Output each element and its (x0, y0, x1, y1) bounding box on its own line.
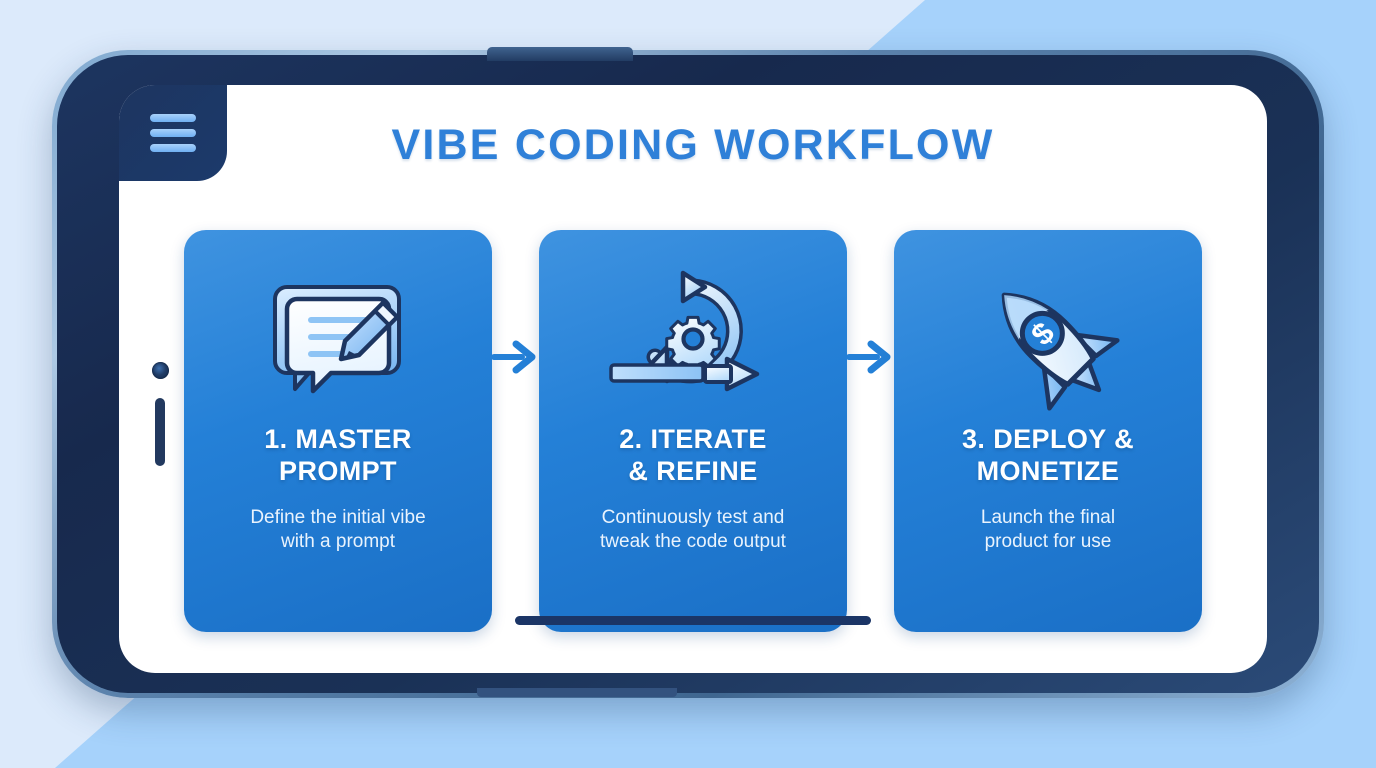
workflow-step-title-2-line2: & REFINE (628, 455, 758, 486)
phone-device-frame: VIBE CODING WORKFLOW (52, 47, 1324, 698)
volume-button[interactable] (155, 398, 165, 466)
workflow-step-description-1: Define the initial vibe with a prompt (250, 506, 425, 555)
phone-bottom-port (477, 688, 677, 697)
workflow-arrow-2 (847, 230, 894, 632)
workflow-step-title-3-line2: MONETIZE (976, 455, 1120, 486)
workflow-step-title-3: 3. DEPLOY & MONETIZE (962, 424, 1134, 488)
workflow-step-desc-2-line1: Continuously test and (601, 506, 785, 528)
chat-bubble-pencil-icon (265, 264, 411, 414)
workflow-steps-container: 1. MASTER PROMPT Define the initial vibe… (179, 230, 1207, 632)
workflow-step-title-3-line1: 3. DEPLOY & (962, 424, 1134, 454)
workflow-step-title-1: 1. MASTER PROMPT (264, 424, 412, 488)
workflow-step-title-2: 2. ITERATE & REFINE (619, 424, 767, 488)
phone-bezel: VIBE CODING WORKFLOW (57, 47, 1319, 697)
workflow-step-card-1[interactable]: 1. MASTER PROMPT Define the initial vibe… (184, 230, 492, 632)
arrow-right-icon (847, 340, 891, 374)
hamburger-bar-1 (150, 114, 196, 122)
workflow-step-desc-1-line1: Define the initial vibe (250, 506, 426, 528)
workflow-step-title-1-line1: 1. MASTER (264, 424, 412, 454)
hamburger-bar-3 (150, 144, 196, 152)
workflow-step-title-1-line2: PROMPT (279, 455, 397, 486)
workflow-step-description-2: Continuously test and tweak the code out… (600, 506, 786, 555)
phone-screen: VIBE CODING WORKFLOW (119, 85, 1267, 673)
home-indicator[interactable] (515, 616, 871, 625)
camera-dot-icon (152, 362, 169, 379)
workflow-step-card-3[interactable]: $ 3. DEPLOY & MONETIZE Launch the final … (894, 230, 1202, 632)
rocket-dollar-icon: $ (970, 264, 1126, 414)
phone-speaker-notch (487, 47, 633, 61)
workflow-arrow-1 (492, 230, 539, 632)
workflow-step-desc-3-line1: Launch the final (980, 506, 1116, 528)
page-title: VIBE CODING WORKFLOW (391, 121, 995, 169)
workflow-step-title-2-line1: 2. ITERATE (619, 424, 767, 454)
menu-button[interactable] (119, 85, 227, 181)
hamburger-menu-icon (150, 114, 196, 152)
arrow-right-icon (492, 340, 536, 374)
workflow-step-desc-2-line2: tweak the code output (600, 531, 786, 553)
refresh-cycle-gear-icon (609, 264, 777, 414)
workflow-step-desc-3-line2: product for use (984, 531, 1112, 553)
hamburger-bar-2 (150, 129, 196, 137)
workflow-step-card-2[interactable]: 2. ITERATE & REFINE Continuously test an… (539, 230, 847, 632)
workflow-step-description-3: Launch the final product for use (981, 506, 1115, 555)
workflow-step-desc-1-line2: with a prompt (280, 531, 396, 553)
